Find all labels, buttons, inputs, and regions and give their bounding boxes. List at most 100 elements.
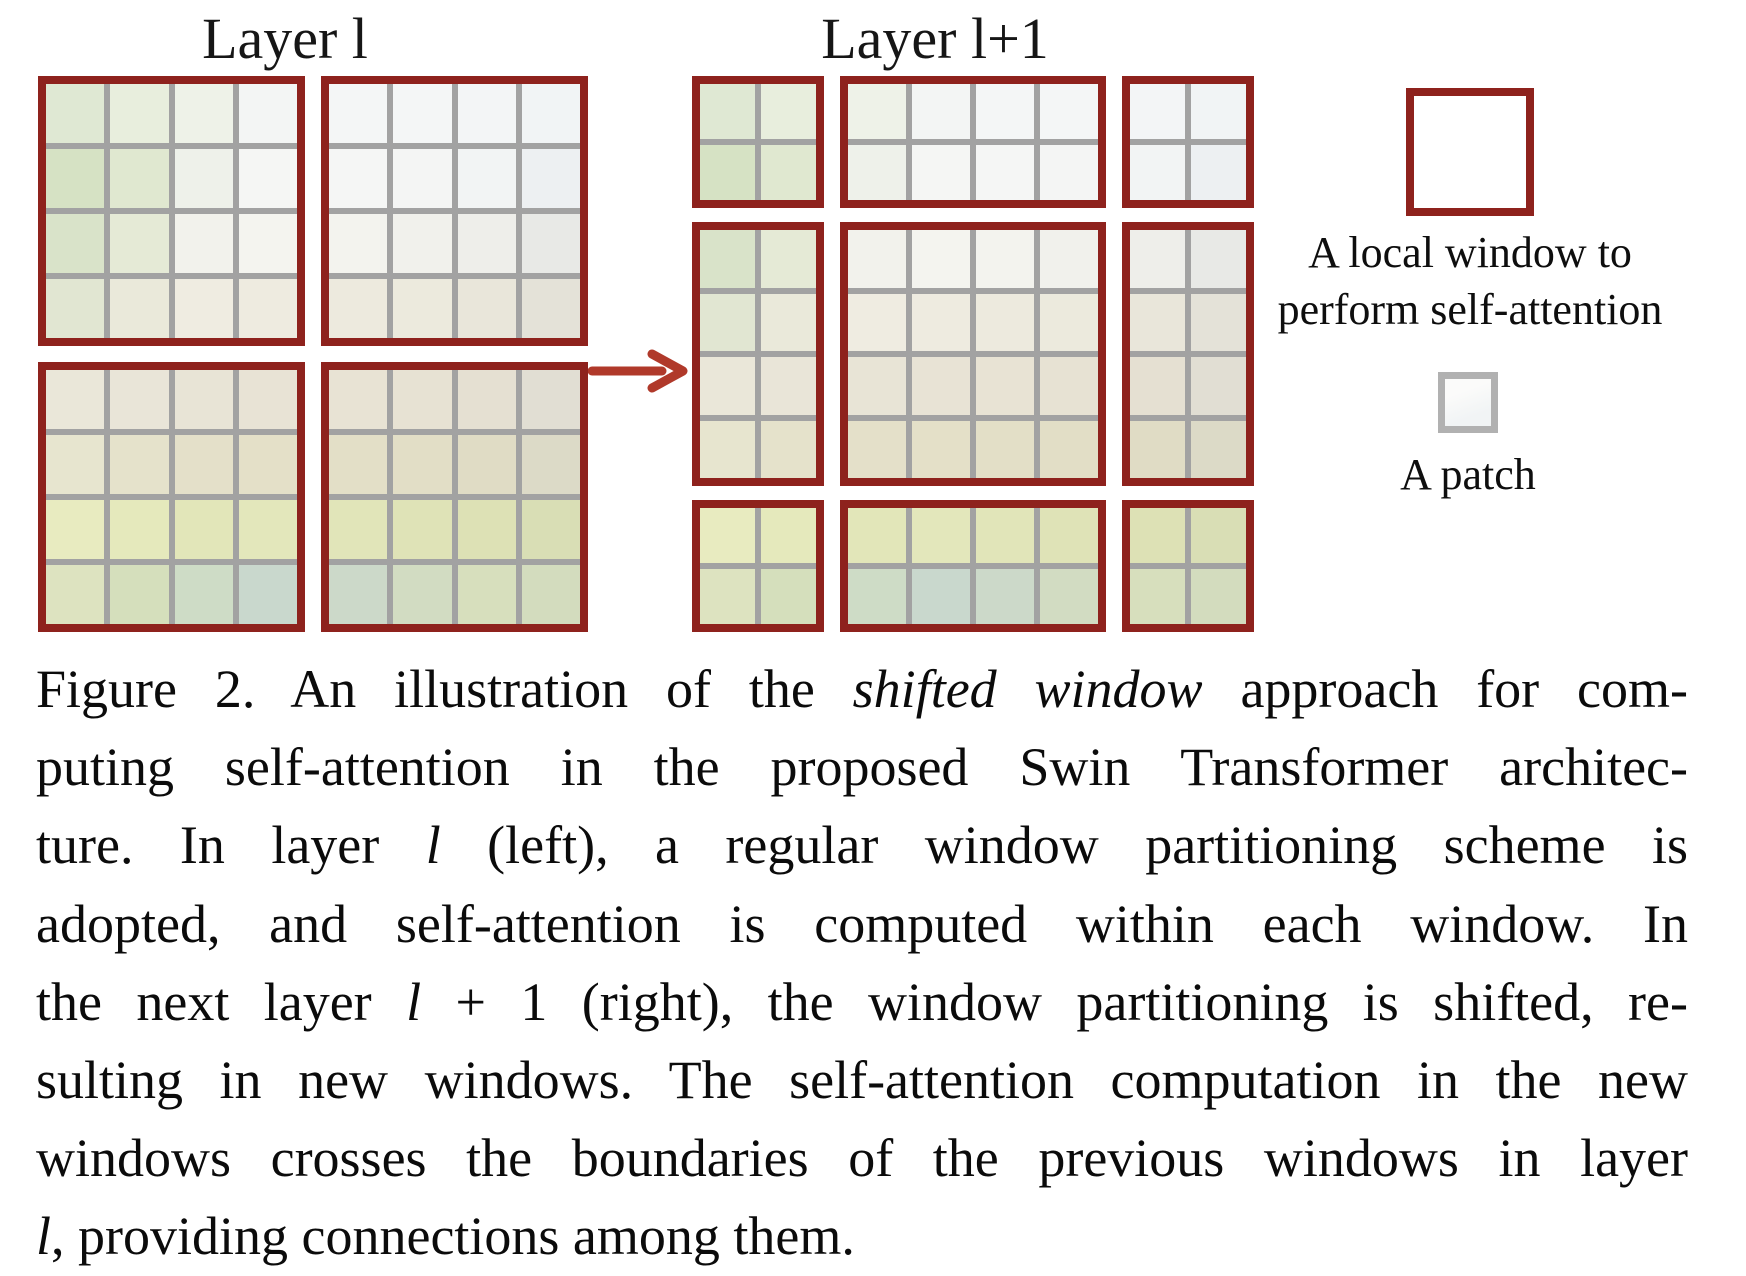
local-window-legend-line2: perform self-attention <box>1277 285 1663 334</box>
patch-cell <box>46 279 105 338</box>
patch-cell <box>110 84 169 143</box>
patch-cell <box>761 230 816 288</box>
attention-window <box>692 76 824 208</box>
patch-cell <box>1040 569 1098 624</box>
attention-window <box>1122 500 1254 632</box>
patch-cell <box>521 435 580 494</box>
attention-window <box>840 222 1106 486</box>
patch-cell <box>848 293 906 351</box>
patch-cell <box>521 149 580 208</box>
patch-cell <box>1191 508 1246 563</box>
local-window-legend-line1: A local window to <box>1308 228 1632 277</box>
patch-cell <box>521 370 580 429</box>
caption-text: puting self-attention in the proposed Sw… <box>36 737 1688 798</box>
patch-cell <box>1130 508 1185 563</box>
patch-cell <box>1130 420 1185 478</box>
figure-diagram: Layer l Layer l+1 A local window to perf… <box>38 6 1663 632</box>
attention-window <box>1122 76 1254 208</box>
patch-cell <box>521 279 580 338</box>
patch-cell <box>329 149 388 208</box>
patch-cell <box>521 214 580 273</box>
patch-cell <box>912 293 970 351</box>
patch-cell <box>1130 145 1185 200</box>
patch-cell <box>46 565 105 624</box>
patch-cell <box>700 84 755 139</box>
patch-cell <box>521 500 580 559</box>
patch-cell <box>700 145 755 200</box>
attention-window <box>840 500 1106 632</box>
patch-cell <box>174 149 233 208</box>
patch-cell <box>457 279 516 338</box>
patch-cell <box>976 420 1034 478</box>
patch-cell <box>1191 357 1246 415</box>
patch-cell <box>1130 84 1185 139</box>
patch-cell <box>329 84 388 143</box>
patch-cell <box>457 370 516 429</box>
caption-line: sulting in new windows. The self-attenti… <box>36 1041 1688 1119</box>
patch-cell <box>700 357 755 415</box>
attention-window <box>38 362 305 632</box>
patch-cell <box>110 149 169 208</box>
patch-cell <box>457 214 516 273</box>
attention-window <box>692 500 824 632</box>
patch-cell <box>238 565 297 624</box>
patch-cell <box>848 145 906 200</box>
patch-cell <box>110 435 169 494</box>
caption-text: Figure 2. An illustration of the <box>36 659 853 719</box>
patch-cell <box>393 84 452 143</box>
patch-cell <box>329 435 388 494</box>
patch-cell <box>700 230 755 288</box>
patch-cell <box>46 214 105 273</box>
patch-cell <box>700 508 755 563</box>
patch-cell <box>521 84 580 143</box>
patch-cell <box>329 279 388 338</box>
patch-cell <box>848 230 906 288</box>
patch-cell <box>1130 293 1185 351</box>
figure-caption: Figure 2. An illustration of the shifted… <box>36 650 1688 1276</box>
caption-italic-text: l <box>425 815 441 876</box>
patch-cell <box>1191 145 1246 200</box>
arrow-right-icon <box>587 349 688 393</box>
patch-cell <box>976 508 1034 563</box>
layer-l-plus-1-label: Layer l+1 <box>821 6 1049 71</box>
patch-cell <box>848 569 906 624</box>
patch-cell <box>1040 145 1098 200</box>
caption-italic-text: l <box>406 971 422 1032</box>
caption-text: the next layer <box>36 971 407 1032</box>
patch-cell <box>912 569 970 624</box>
patch-cell <box>174 370 233 429</box>
patch-cell <box>521 565 580 624</box>
caption-text: (left), a regular window partitioning sc… <box>440 815 1688 876</box>
patch-cell <box>393 370 452 429</box>
patch-cell <box>393 435 452 494</box>
attention-window <box>321 76 588 346</box>
patch-cell <box>1130 569 1185 624</box>
patch-cell <box>848 508 906 563</box>
caption-line: windows crosses the boundaries of the pr… <box>36 1119 1688 1197</box>
patch-cell <box>1191 569 1246 624</box>
patch-cell <box>1040 420 1098 478</box>
layer-l-label: Layer l <box>202 6 368 71</box>
patch-cell <box>976 293 1034 351</box>
patch-cell <box>238 214 297 273</box>
patch-cell <box>46 149 105 208</box>
patch-cell <box>761 357 816 415</box>
patch-cell <box>174 84 233 143</box>
patch-cell <box>46 435 105 494</box>
patch-cell <box>46 370 105 429</box>
patch-cell <box>761 569 816 624</box>
caption-line: adopted, and self-attention is computed … <box>36 885 1688 963</box>
patch-cell <box>393 565 452 624</box>
patch-cell <box>46 500 105 559</box>
caption-text: adopted, and self-attention is computed … <box>36 893 1688 954</box>
patch-cell <box>1130 357 1185 415</box>
patch-cell <box>238 435 297 494</box>
patch-cell <box>393 149 452 208</box>
patch-cell <box>110 500 169 559</box>
patch-cell <box>912 145 970 200</box>
caption-text: , providing connections among them. <box>51 1206 855 1267</box>
patch-cell <box>329 500 388 559</box>
patch-cell <box>1040 230 1098 288</box>
patch-cell <box>238 84 297 143</box>
